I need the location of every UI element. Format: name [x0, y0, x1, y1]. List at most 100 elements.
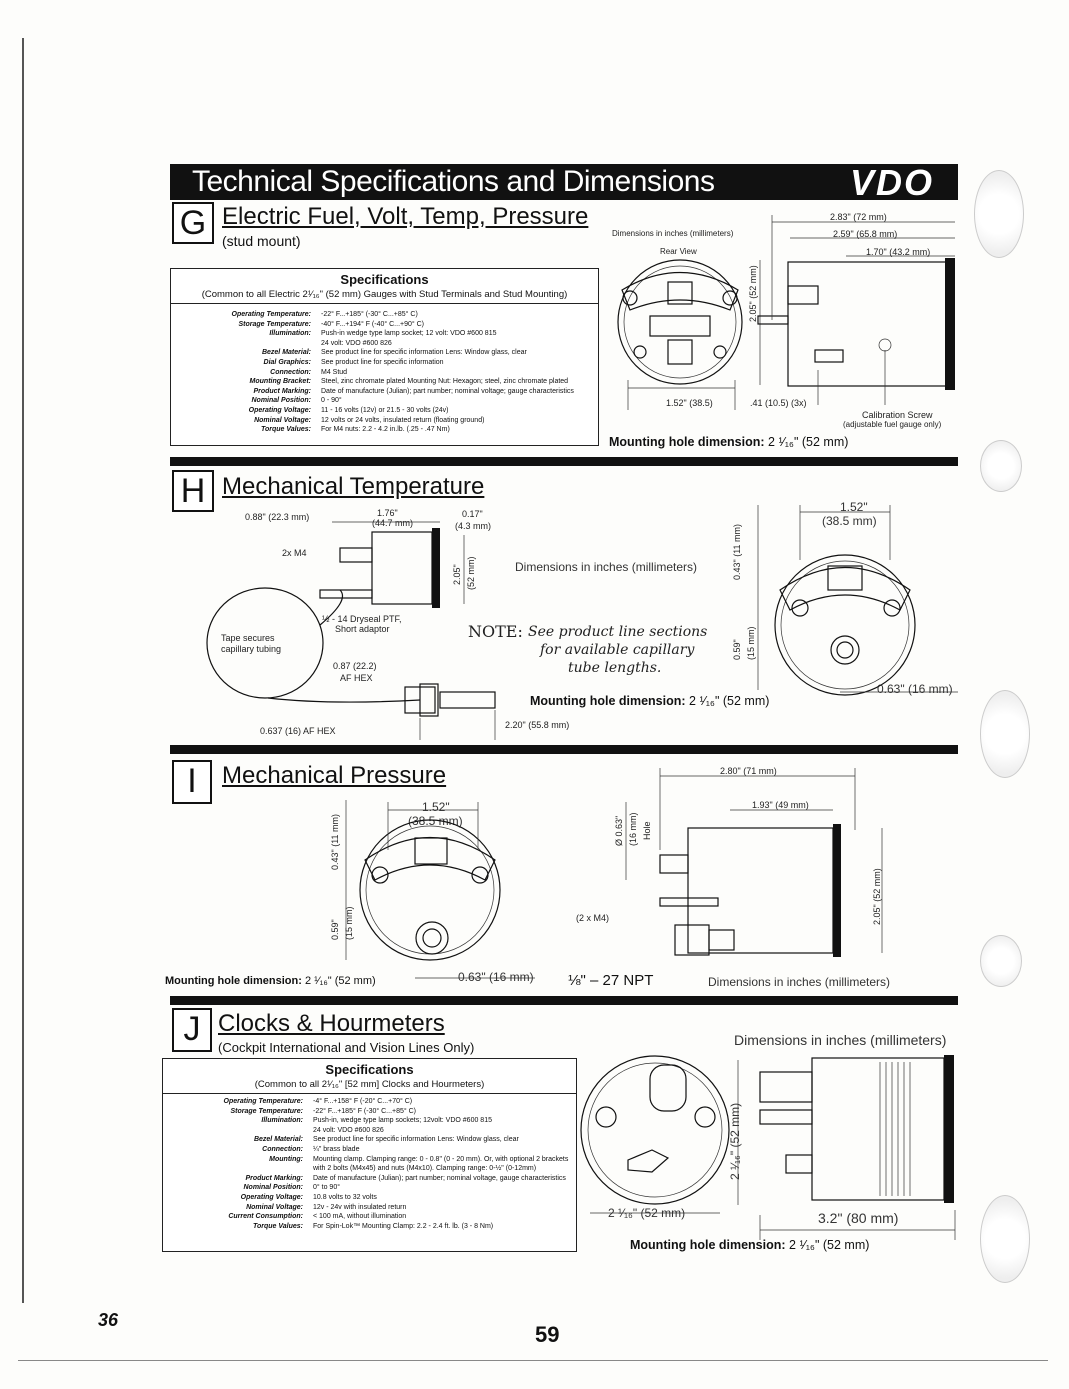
- spec-subheader: (Common to all Electric 2¹⁄₁₆" (52 mm) G…: [171, 289, 598, 304]
- spec-row: Current Consumption: < 100 mA, without il…: [163, 1212, 574, 1222]
- section-letter: I: [172, 760, 212, 804]
- spec-value: See product line for specific informatio…: [313, 1136, 519, 1144]
- banner-title: Technical Specifications and Dimensions: [192, 165, 715, 198]
- bezel-side: [944, 1055, 954, 1203]
- spec-row: Operating Temperature:-4° F...+158° F (-…: [163, 1097, 574, 1107]
- dims-caption: Dimensions in inches (millimeters): [612, 229, 734, 238]
- dim-label: (2 x M4): [576, 913, 610, 923]
- spec-value: -4° F...+158° F (-20° C...+70° C): [313, 1098, 413, 1105]
- dim-label: 1.76": [377, 508, 398, 518]
- spec-row: Mounting: Mounting clamp. Clamping range:…: [163, 1155, 574, 1165]
- section-title: Clocks & Hourmeters: [218, 1010, 445, 1037]
- terminal-side: [785, 1154, 813, 1174]
- spec-row: Illumination:Push-in, wedge type lamp so…: [163, 1116, 574, 1126]
- spec-label: Nominal Position:: [251, 397, 312, 405]
- lamp-socket-side: [339, 547, 373, 563]
- binder-hole: [980, 1195, 1030, 1283]
- stud-side: [757, 315, 789, 325]
- spec-rows: Operating Temperature:-4° F...+158° F (-…: [163, 1097, 574, 1247]
- spec-value: Mounting clamp. Clamping range: 0 - 0.8"…: [313, 1155, 569, 1163]
- spec-row: Storage Temperature:-40° F...+194° F (-4…: [171, 320, 596, 330]
- lamp-socket: [649, 1064, 687, 1112]
- dim-label: 2x M4: [282, 548, 307, 558]
- spec-label: Nominal Position:: [243, 1184, 304, 1192]
- bracket-hole: [722, 290, 738, 306]
- title-banner: Technical Specifications and Dimensions …: [170, 162, 958, 203]
- note-line: See product line sections: [528, 624, 708, 640]
- dim-label: (adjustable fuel gauge only): [843, 420, 942, 429]
- gauge-outline: [359, 819, 501, 961]
- section-subtitle: (stud mount): [222, 233, 301, 249]
- bracket-hole: [791, 599, 809, 617]
- gauge-outline: [774, 554, 916, 696]
- gauge-outline: [617, 259, 743, 385]
- bezel-side: [432, 528, 440, 608]
- spec-row: Connection:¼" brass blade: [163, 1145, 574, 1155]
- spec-label: Torque Values:: [252, 1222, 303, 1230]
- spec-label: Current Consumption:: [228, 1213, 303, 1221]
- dim-label: 1.70" (43.2 mm): [866, 247, 931, 257]
- dim-label: Calibration Screw: [862, 410, 933, 420]
- left-page-number: 36: [98, 1310, 119, 1330]
- spec-row: Bezel Material:See product line for spec…: [171, 348, 596, 358]
- spec-label: Illumination:: [261, 1117, 303, 1125]
- mounting-bracket: [779, 567, 911, 611]
- section-title: Electric Fuel, Volt, Temp, Pressure: [222, 203, 589, 230]
- spec-row: Torque Values: For Spin-Lok™ Mounting Cla…: [163, 1222, 574, 1232]
- section-rule: [170, 996, 958, 1005]
- spec-row: Torque Values:For M4 nuts: 2.2 - 4.2 in.…: [171, 425, 596, 435]
- spec-row: Product Marking:Date of manufacture (Jul…: [163, 1174, 574, 1184]
- dim-label: 2.80" (71 mm): [720, 766, 777, 776]
- spec-label: Operating Voltage:: [240, 1194, 303, 1201]
- spec-value: For Spin-Lok™ Mounting Clamp: 2.2 - 2.4 …: [313, 1222, 494, 1230]
- thread-spec: ⅛" – 27 NPT: [568, 972, 654, 989]
- dims-caption: Dimensions in inches (millimeters): [515, 560, 698, 574]
- spec-label: Operating Temperature:: [231, 311, 311, 318]
- spec-value: -22° F...+185° F (-30° C...+85° C): [313, 1107, 417, 1115]
- lamp-socket: [667, 281, 693, 305]
- capillary-tube: [267, 697, 421, 703]
- bezel-side: [833, 824, 841, 957]
- npt-thread: [708, 929, 735, 951]
- spec-value: See product line for specific informatio…: [321, 349, 527, 357]
- mounting-bracket: [621, 271, 739, 311]
- dim-label: 2.59" (65.8 mm): [833, 229, 898, 239]
- note-line: for available capillary: [540, 642, 695, 658]
- spec-label: Dial Graphics:: [263, 359, 311, 366]
- spec-value: ¼" brass blade: [313, 1146, 360, 1153]
- bezel-side: [945, 258, 955, 390]
- mounting-value: 2 ¹⁄₁₆" (52 mm): [789, 1238, 870, 1252]
- spec-row: Nominal Position:0 - 90°: [171, 396, 596, 406]
- spec-label: Bezel Material:: [253, 1136, 303, 1144]
- spec-value: M4 Stud: [321, 368, 348, 376]
- gauge-bezel: [623, 265, 737, 379]
- gauge-body-side: [811, 1057, 945, 1201]
- pressure-fitting: [415, 921, 449, 955]
- dim-label: 1.52" (38.5): [666, 398, 713, 408]
- capillary-tube: [319, 589, 344, 626]
- spec-label: Mounting:: [269, 1155, 303, 1163]
- spec-value: Date of manufacture (Julian); part numbe…: [321, 387, 574, 395]
- spec-value: < 100 mA, without illumination: [313, 1213, 407, 1221]
- spec-value: 11 - 16 volts (12v) or 21.5 - 30 volts (…: [321, 407, 449, 414]
- spec-row: with 2 bolts (M4x45) and nuts (M4x10). C…: [163, 1164, 574, 1174]
- dim-label: Short adaptor: [335, 624, 390, 634]
- dim-label: (4.3 mm): [455, 521, 491, 531]
- spec-row: Dial Graphics: See product line for speci…: [171, 358, 596, 368]
- spec-value: with 2 bolts (M4x45) and nuts (M4x10). C…: [313, 1165, 537, 1173]
- gauge-outline: [580, 1055, 730, 1205]
- dim-label: 1.52": [840, 500, 868, 514]
- vdo-logo: VDO: [849, 162, 934, 203]
- binding-line: [22, 38, 24, 1303]
- clamp-side: [759, 1109, 813, 1125]
- spec-value: See product line for specific informatio…: [321, 359, 444, 366]
- mounting-value: 2 ¹⁄₁₆" (52 mm): [304, 975, 376, 987]
- spec-value: 12 volts or 24 volts, insulated return (…: [321, 416, 485, 424]
- spec-label: Connection:: [270, 368, 311, 376]
- spec-value: Date of manufacture (Julian); part numbe…: [313, 1174, 566, 1182]
- bracket-hole: [622, 290, 638, 306]
- dim-label: 0.87 (22.2): [333, 661, 377, 671]
- mounting-value: 2 ¹⁄₁₆" (52 mm): [689, 694, 770, 708]
